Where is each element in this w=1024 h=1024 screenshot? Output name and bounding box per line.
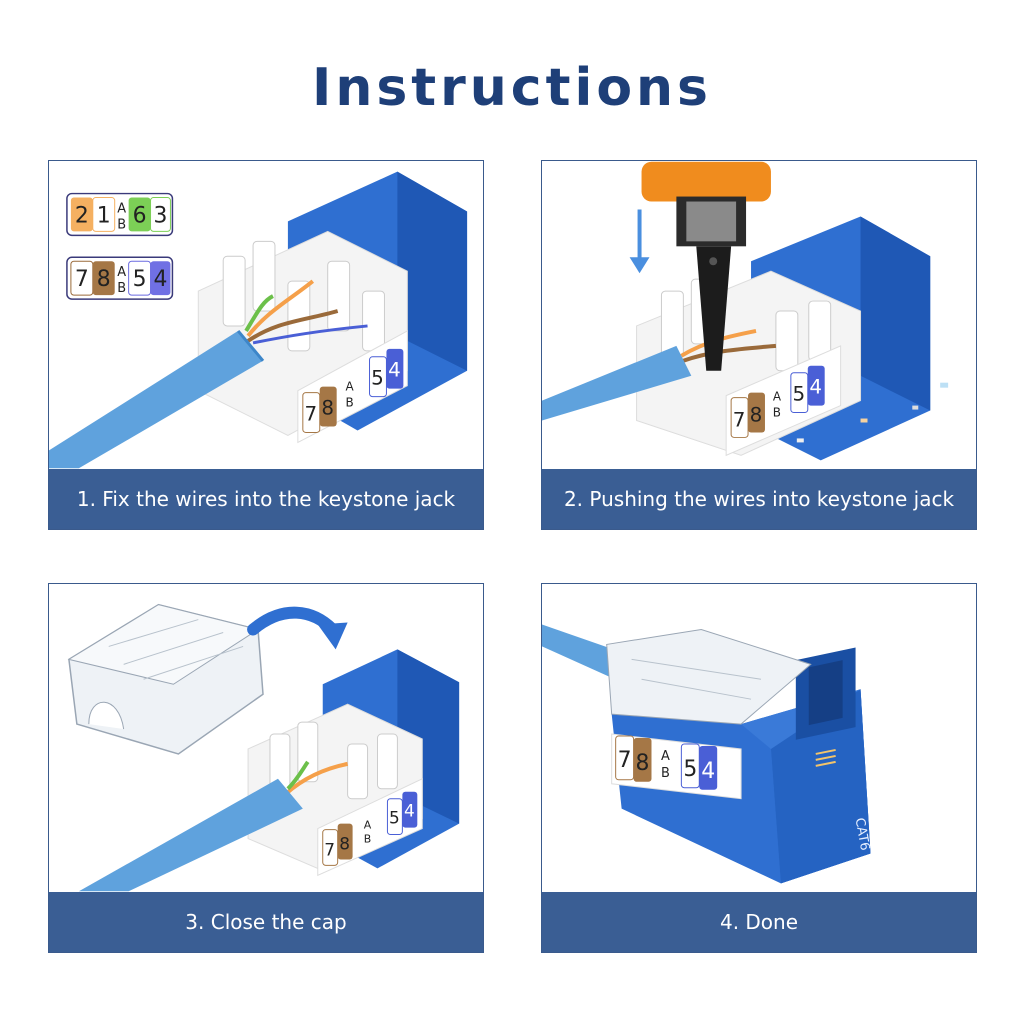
page-title: Instructions <box>311 58 713 118</box>
step-3-caption: 3. Close the cap <box>49 892 483 952</box>
code-a-2: 1 <box>97 203 111 228</box>
step-2-caption: 2. Pushing the wires into keystone jack <box>542 469 976 529</box>
jack-label-mid-bottom: B <box>346 396 354 410</box>
code-b-4: 4 <box>154 267 168 292</box>
jack-label-mid-bottom: B <box>364 833 372 846</box>
jack-label-1: 7 <box>733 408 746 431</box>
step-3-panel: 7 8 A B 5 4 3. Close the cap <box>48 583 484 953</box>
code-a-mid-bottom: B <box>117 217 126 232</box>
cable <box>78 760 349 892</box>
code-a-mid-top: A <box>117 201 126 216</box>
code-b-3: 5 <box>133 267 147 292</box>
code-b-mid-bottom: B <box>117 281 126 296</box>
jack-label-mid-top: A <box>364 819 372 832</box>
jack-label-mid-bottom: B <box>773 406 781 420</box>
step-1-caption: 1. Fix the wires into the keystone jack <box>49 469 483 529</box>
jack-label-2: 8 <box>339 833 350 853</box>
code-a-4: 3 <box>154 203 168 228</box>
keystone-jack-assembled: CAT6 7 8 A B 5 4 <box>606 628 873 884</box>
jack-label-4: 4 <box>388 359 401 382</box>
jack-label-3: 5 <box>683 757 697 782</box>
jack-label-3: 5 <box>792 383 805 406</box>
step-1-illustration: 2 1 A B 6 3 7 8 A B 5 4 <box>49 171 468 469</box>
jack-label-mid-top: A <box>346 380 355 394</box>
jack-label-4: 4 <box>701 759 715 784</box>
code-a-3: 6 <box>133 203 147 228</box>
step-3-illustration: 7 8 A B 5 4 <box>67 603 460 892</box>
step-2-illustration: 7 8 A B 5 4 <box>542 161 949 461</box>
jack-label-1: 7 <box>324 839 335 859</box>
keystone-jack: 7 8 A B 5 4 <box>636 216 931 461</box>
keystone-jack: 7 8 A B 5 4 <box>197 171 468 444</box>
code-b-2: 8 <box>97 267 111 292</box>
code-b-1: 7 <box>75 267 89 292</box>
jack-label-2: 8 <box>750 404 763 427</box>
step-4-panel: CAT6 7 8 A B 5 4 4. Done <box>541 583 977 953</box>
jack-label-mid-top: A <box>661 749 670 764</box>
jack-label-3: 5 <box>389 808 400 828</box>
arrow-down-icon <box>629 209 650 274</box>
punch-down-tool <box>641 161 771 371</box>
keystone-jack: 7 8 A B 5 4 <box>247 649 460 877</box>
jack-label-1: 7 <box>304 403 317 426</box>
color-code-row-b: 7 8 A B 5 4 <box>66 256 174 300</box>
cable <box>49 279 368 469</box>
jack-label-mid-bottom: B <box>661 766 670 781</box>
cat6-label: CAT6 <box>852 817 873 852</box>
code-b-mid-top: A <box>117 265 126 280</box>
curved-arrow-icon <box>247 606 348 650</box>
step-4-caption: 4. Done <box>542 892 976 952</box>
jack-label-1: 7 <box>618 748 632 773</box>
jack-label-4: 4 <box>809 376 822 399</box>
jack-label-2: 8 <box>636 751 650 776</box>
jack-label-4: 4 <box>404 801 415 821</box>
wire-scraps <box>796 382 949 443</box>
transparent-cap <box>67 603 264 755</box>
jack-label-2: 8 <box>321 397 334 420</box>
step-4-illustration: CAT6 7 8 A B 5 4 <box>542 624 873 884</box>
step-1-panel: 2 1 A B 6 3 7 8 A B 5 4 <box>48 160 484 530</box>
jack-label-mid-top: A <box>773 390 782 404</box>
step-2-panel: 7 8 A B 5 4 2. Pushing the wires into ke… <box>541 160 977 530</box>
code-a-1: 2 <box>75 203 89 228</box>
jack-label-3: 5 <box>371 367 384 390</box>
color-code-row-a: 2 1 A B 6 3 <box>66 192 174 237</box>
